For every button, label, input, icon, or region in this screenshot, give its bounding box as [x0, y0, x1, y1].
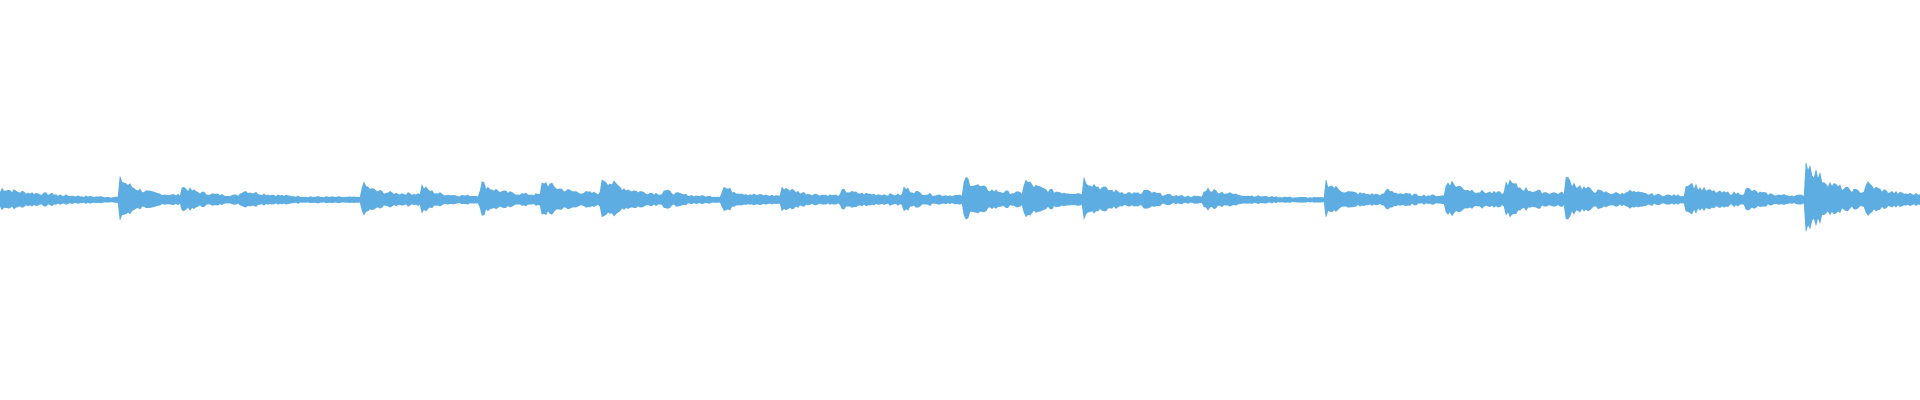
waveform-amplitude-path [0, 162, 1920, 232]
waveform-shape [0, 162, 1920, 232]
